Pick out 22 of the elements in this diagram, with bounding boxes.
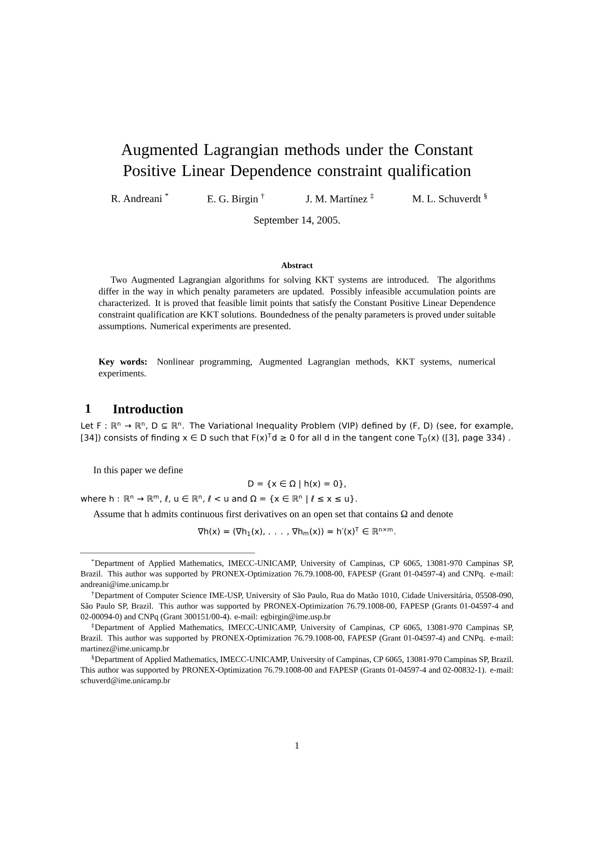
author-name: J. M. Martínez $^{‡}$ — [306, 193, 374, 202]
equation: D = {x ∈ Ω | h(x) = 0}, — [248, 480, 346, 489]
equation: ∇h(x) = (∇h$_{1}$(x), . . . , ∇h$_{m}$(x)) = h′(x)$^{T}$ ∈ ℝ$^{n×m}$. — [198, 527, 396, 536]
author-name: R. Andreani $^{*}$ — [111, 193, 168, 202]
author-name: E. G. Birgin $^{†}$ — [207, 193, 264, 205]
paragraph: where h : ℝ$^{n}$ → ℝ$^{m}$, ℓ, u ∈ ℝ$^{n}$, ℓ < u and Ω = {x ∈ ℝ$^{n}$ | ℓ ≤ x ≤ u}. — [80, 495, 357, 504]
paragraph: Let F : ℝ$^{n}$ → ℝ$^{n}$, D ⊆ ℝ$^{n}$. The Variational Inequality Problem (VIP) defined by (F, D) (see, for example, [34]) consists of finding x ∈ D such that F(x)$^{T}$d ≥ 0 for all d in the tangent cone T$_{D}$(x) ([3], page 334) . — [81, 422, 513, 442]
footnote: $^{‡}$Department of Applied Mathematics, IMECC-UNICAMP, University of Campinas, CP 6065, 13081-970 Campinas SP, Brazil. This author was supported by PRONEX-Optimization 76.79.1008-00, FAPESP (Grant 01-04597-4) and CNPq. e-mail: martinez@ime.unicamp.br — [80, 623, 513, 654]
keywords: Key words: Nonlinear programming, Augmented Lagrangian methods, KKT systems, numerical experiments. — [98, 358, 496, 378]
footnote: $^{§}$Department of Applied Mathematics, IMECC-UNICAMP, University of Campinas, CP 6065, 13081-970 Campinas SP, Brazil. This author was supported by PRONEX-Optimization 76.79.1008-00 and FAPESP (Grants 01-04597-4 and 02-00832-1). e-mail: schuverd@ime.unicamp.br — [80, 655, 513, 685]
section-number: 1 — [86, 404, 91, 413]
page-number: 1 — [295, 742, 299, 749]
footnote: $^{*}$Department of Applied Mathematics, IMECC-UNICAMP, University of Campinas, CP 6065, 13081-970 Campinas SP, Brazil. This author was supported by PRONEX-Optimization 76.79.1008-00, FAPESP (Grant 01-04597-4) and CNPq. e-mail: andreani@ime.unicamp.br — [80, 559, 513, 589]
title: Augmented Lagrangian methods under the Constant Positive Linear Dependence constraint qualification — [121, 144, 473, 180]
abstract-text: Two Augmented Lagrangian algorithms for solving KKT systems are introduced. The algorithms differ in the way in which penalty parameters are updated. Possibly infeasible accumulation points are characterized. It is proved that feasible limit points that satisfy the Constant Positive Linear Dependence constraint qualification are KKT solutions. Boundedness of the penalty parameters is proved under suitable assumptions. Numerical experiments are presented. — [98, 276, 496, 332]
author-name: M. L. Schuverdt $^{§}$ — [412, 193, 487, 202]
abstract-heading: Abstract — [281, 262, 313, 268]
section-heading: Introduction — [113, 404, 184, 414]
footnote: $^{†}$Department of Computer Science IME-USP, University of São Paulo, Rua do Matão 1010, Cidade Universitária, 05508-090, São Paulo SP, Brazil. This author was supported by PRONEX-Optimization 76.79.1008-00, FAPESP (Grants 01-04597-4 and 02-00094-0) and CNPq (Grant 300151/00-4). e-mail: egbirgin@ime.usp.br — [80, 591, 514, 622]
date: September 14, 2005. — [254, 216, 340, 226]
paragraph: In this paper we define — [94, 466, 183, 476]
paragraph: Assume that h admits continuous first derivatives on an open set that contains Ω and denote — [93, 510, 453, 520]
